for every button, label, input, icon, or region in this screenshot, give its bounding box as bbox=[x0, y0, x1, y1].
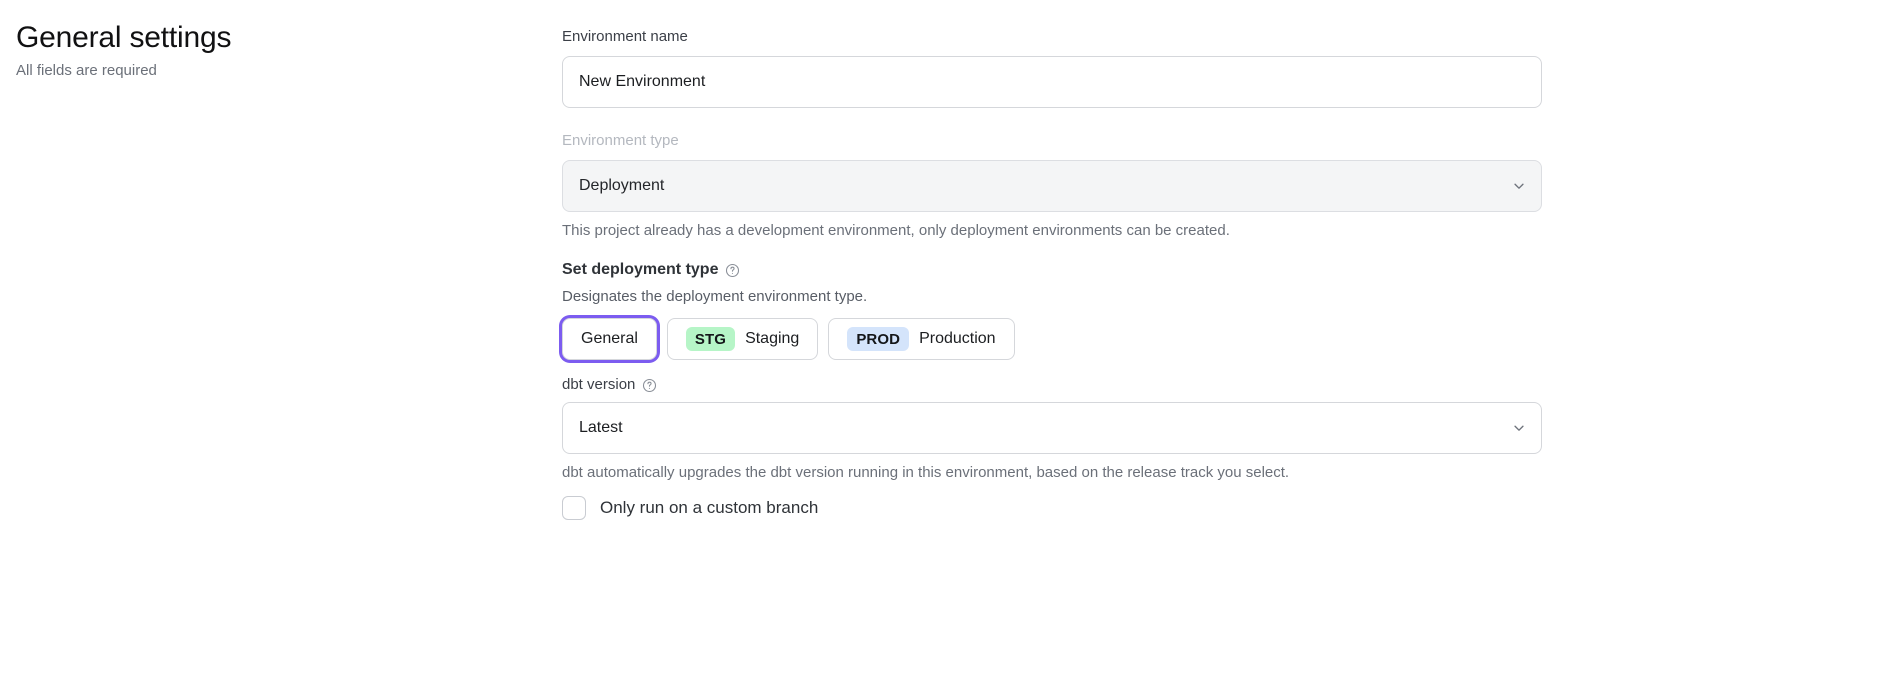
custom-branch-checkbox[interactable] bbox=[562, 496, 586, 520]
deployment-type-options: General STG Staging PROD Production bbox=[562, 318, 1542, 360]
environment-type-select-wrapper: Deployment bbox=[562, 160, 1542, 212]
environment-type-select[interactable]: Deployment bbox=[562, 160, 1542, 212]
environment-type-helper-text: This project already has a development e… bbox=[562, 222, 1230, 239]
deployment-type-option-production[interactable]: PROD Production bbox=[828, 318, 1015, 360]
question-circle-icon[interactable] bbox=[725, 263, 740, 278]
deployment-type-label: Set deployment type bbox=[562, 261, 719, 278]
deployment-type-option-general[interactable]: General bbox=[562, 318, 657, 360]
environment-name-field: Environment name New Environment bbox=[562, 26, 1542, 108]
environment-name-label: Environment name bbox=[562, 28, 688, 45]
deployment-type-option-general-label: General bbox=[581, 330, 638, 347]
dbt-version-label-row: dbt version bbox=[562, 374, 1542, 396]
staging-badge: STG bbox=[685, 327, 736, 351]
deployment-type-label-row: Set deployment type bbox=[562, 258, 1542, 282]
custom-branch-row: Only run on a custom branch bbox=[562, 496, 1542, 520]
environment-name-input[interactable]: New Environment bbox=[562, 56, 1542, 108]
custom-branch-label: Only run on a custom branch bbox=[600, 498, 819, 517]
dbt-version-select[interactable]: Latest bbox=[562, 402, 1542, 454]
deployment-type-option-staging-label: Staging bbox=[745, 330, 800, 347]
deployment-type-option-production-label: Production bbox=[919, 330, 996, 347]
deployment-type-option-staging[interactable]: STG Staging bbox=[666, 318, 819, 360]
settings-form-column: Environment name New Environment Environ… bbox=[562, 26, 1542, 520]
deployment-type-field: Set deployment type Designates the deplo… bbox=[562, 258, 1542, 360]
page-title: General settings bbox=[16, 21, 232, 54]
question-circle-icon[interactable] bbox=[642, 378, 657, 393]
dbt-version-select-wrapper: Latest bbox=[562, 402, 1542, 454]
settings-header-column: General settings All fields are required bbox=[16, 18, 516, 82]
environment-type-field: Environment type Deployment This project… bbox=[562, 130, 1542, 242]
deployment-type-description: Designates the deployment environment ty… bbox=[562, 288, 868, 305]
dbt-version-field: dbt version Latest dbt automatically upg… bbox=[562, 374, 1542, 484]
environment-type-label: Environment type bbox=[562, 132, 679, 149]
dbt-version-label: dbt version bbox=[562, 376, 636, 393]
production-badge: PROD bbox=[847, 327, 910, 351]
dbt-version-helper-text: dbt automatically upgrades the dbt versi… bbox=[562, 464, 1290, 481]
page-subtitle: All fields are required bbox=[16, 62, 157, 79]
